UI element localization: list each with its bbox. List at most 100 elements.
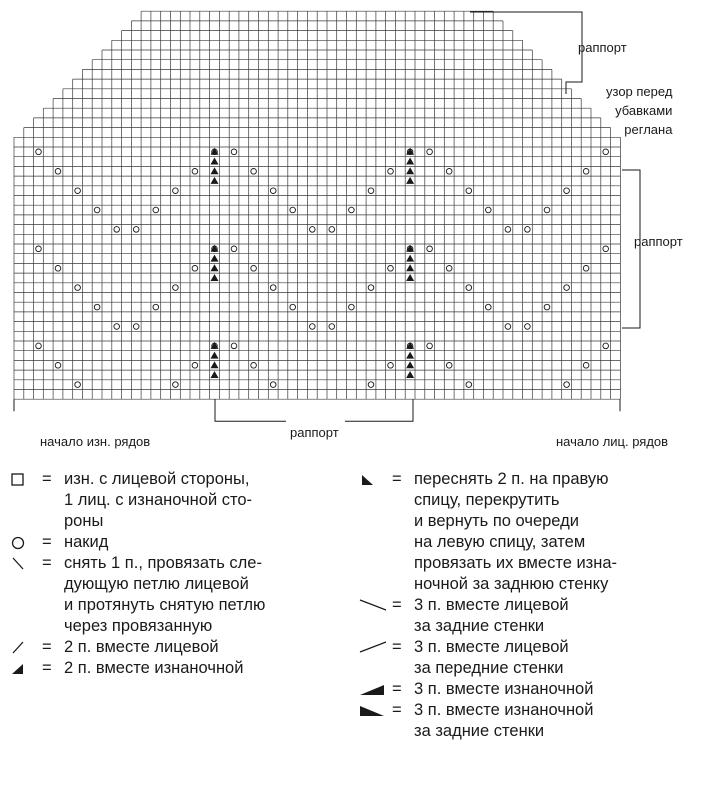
yarn-over-circle — [230, 245, 238, 253]
square-icon — [11, 473, 24, 486]
bottom-repeat-bracket — [13, 399, 621, 422]
yarn-over-circle — [485, 206, 492, 214]
yarn-over-circle — [309, 226, 316, 233]
circle-icon — [11, 536, 25, 550]
yarn-over-circle — [426, 245, 433, 253]
legend-item: =3 п. вместе изнаночной за задние стенки — [358, 700, 720, 742]
repeat-label-bottom: раппорт — [290, 425, 339, 440]
yarn-over-circle — [289, 206, 296, 214]
legend-text: переснять 2 п. на правую спицу, перекрут… — [414, 470, 618, 593]
wide-wedge-right-icon — [360, 685, 384, 695]
decrease-wedge — [406, 176, 415, 184]
yarn-over-circle — [367, 381, 375, 388]
legend-equals: = — [42, 533, 52, 551]
legend-equals: = — [392, 680, 402, 698]
top-repeat-bracket — [470, 11, 583, 94]
yarn-over-circle — [563, 381, 570, 388]
legend-right: = переснять 2 п. на правую спицу, перекру… — [358, 469, 720, 742]
yarn-over-circle — [54, 362, 62, 369]
yarn-over-circle — [191, 265, 199, 272]
decrease-wedge — [210, 274, 219, 281]
yarn-over-circle — [328, 226, 336, 233]
yarn-over-circle — [367, 284, 375, 291]
yarn-over-circle — [348, 206, 355, 214]
decrease-wedge — [406, 254, 415, 262]
legend-text: 3 п. вместе изнаночной — [414, 680, 594, 698]
decrease-wedge — [210, 371, 219, 378]
legend-equals: = — [42, 638, 52, 656]
legend-item: =снять 1 п., провязать сле- дующую петлю… — [8, 553, 348, 637]
yarn-over-circle — [35, 148, 42, 156]
backslash-icon — [12, 557, 24, 570]
yarn-over-circle — [582, 362, 590, 369]
yarn-over-circle — [172, 381, 179, 388]
legend-item: = 2 п. вместе лицевой — [8, 637, 348, 658]
legend-text: изн. с лицевой стороны, 1 лиц. с изнаноч… — [64, 470, 253, 530]
yarn-over-circle — [465, 187, 473, 194]
yarn-over-circle — [250, 362, 257, 369]
yarn-over-circle — [465, 284, 473, 291]
legend-text: 2 п. вместе лицевой — [64, 638, 219, 656]
yarn-over-circle — [563, 187, 570, 194]
yarn-over-circle — [113, 323, 120, 330]
decrease-wedge — [406, 341, 415, 349]
yarn-over-circle — [152, 206, 160, 214]
yarn-over-circle — [54, 265, 62, 272]
legend-text: 2 п. вместе изнаночной — [64, 659, 244, 677]
decrease-wedge — [406, 157, 415, 165]
decrease-wedge — [210, 176, 219, 184]
yarn-over-circle — [602, 148, 609, 156]
yarn-over-circle — [445, 362, 453, 369]
decrease-wedge — [210, 244, 219, 252]
yarn-over-circle — [132, 323, 140, 330]
yarn-over-circle — [387, 265, 394, 272]
legend-item: =3 п. вместе лицевой за передние стенки — [358, 637, 720, 679]
legend-equals: = — [42, 470, 52, 488]
legend-item: =накид — [8, 532, 348, 553]
decrease-wedge — [210, 361, 219, 369]
legend-text: 3 п. вместе лицевой за задние стенки — [414, 596, 569, 635]
decrease-wedge — [406, 351, 415, 359]
yarn-over-circle — [582, 168, 590, 175]
repeat-label-right: раппорт — [634, 234, 683, 249]
yarn-over-circle — [367, 187, 375, 194]
yarn-over-circle — [191, 362, 199, 369]
decrease-wedge — [210, 167, 219, 175]
legend-left: = изн. с лицевой стороны, 1 лиц. с изнано… — [8, 469, 348, 679]
decrease-wedge — [210, 147, 219, 155]
yarn-over-circle — [309, 323, 316, 330]
yarn-over-circle — [250, 168, 257, 175]
legend-equals: = — [392, 701, 402, 719]
yarn-over-circle — [230, 342, 238, 350]
chart-grid-upper — [13, 10, 621, 147]
yarn-over-circle — [426, 148, 433, 156]
yarn-over-circle — [543, 303, 551, 311]
yarn-over-circle — [74, 187, 81, 194]
yarn-over-circle — [289, 303, 296, 311]
decrease-wedge — [406, 167, 415, 175]
yarn-over-circle — [485, 303, 492, 311]
decrease-wedge — [210, 341, 219, 349]
yarn-over-circle — [543, 206, 551, 214]
legend-equals: = — [392, 596, 402, 614]
filled-triangle-right-icon — [12, 664, 23, 674]
yarn-over-circle — [93, 303, 101, 311]
yarn-over-circle — [465, 381, 473, 388]
yarn-over-circle — [172, 284, 179, 291]
legend-equals: = — [392, 470, 402, 488]
wide-wedge-left-icon — [360, 706, 384, 716]
yarn-over-circle — [524, 323, 531, 330]
yarn-over-circle — [113, 226, 120, 233]
long-slash-icon — [359, 641, 387, 653]
yarn-over-circle — [582, 265, 590, 272]
yarn-over-circle — [93, 206, 101, 214]
yarn-over-circle — [172, 187, 179, 194]
yarn-over-circle — [328, 323, 336, 330]
legend-item: = 3 п. вместе изнаночной — [358, 679, 720, 700]
yarn-over-circle — [152, 303, 160, 311]
yarn-over-circle — [602, 245, 609, 253]
legend-item: = 3 п. вместе лицевой за задние стенки — [358, 595, 720, 637]
yarn-over-circle — [563, 284, 570, 291]
decrease-wedge — [406, 274, 415, 281]
repeat-label-top: раппорт — [578, 40, 627, 55]
